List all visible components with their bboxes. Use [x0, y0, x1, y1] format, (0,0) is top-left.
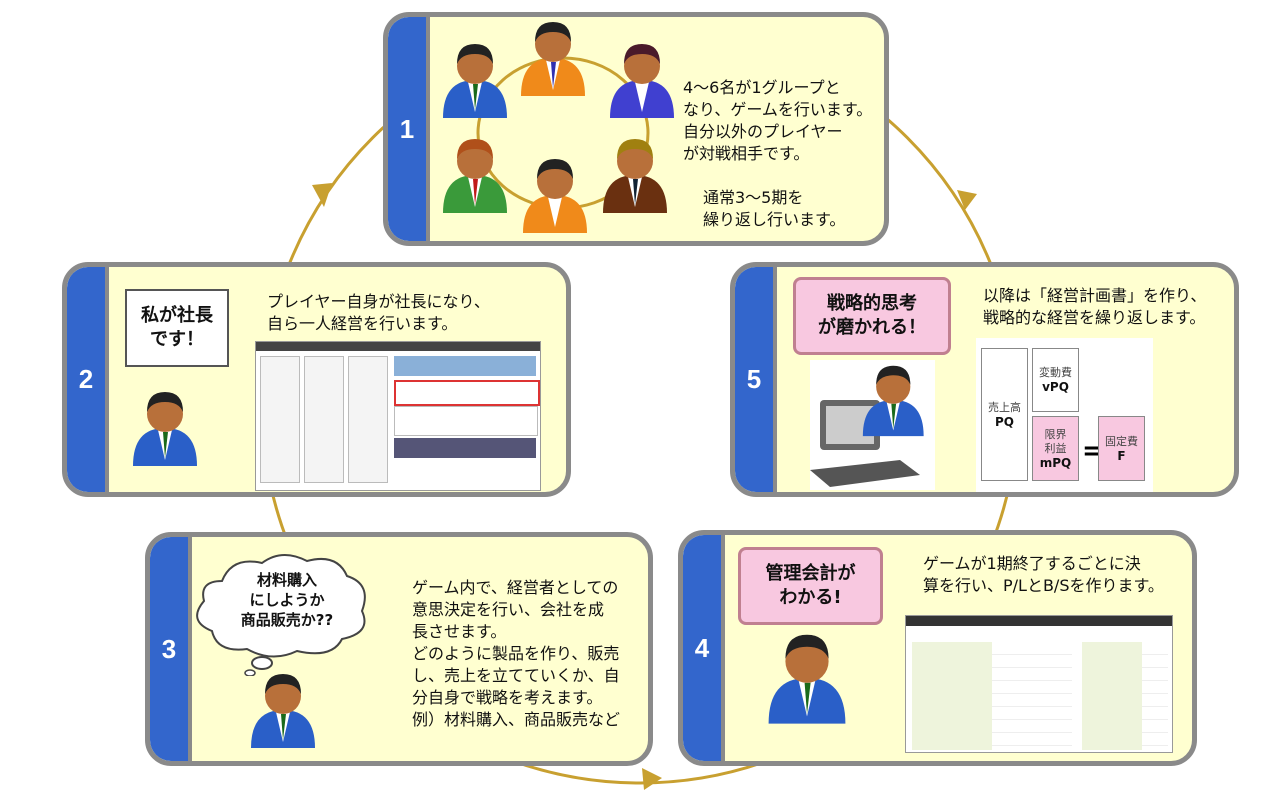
step-description: ゲーム内で、経営者としての 意思決定を行い、会社を成 長させます。 どのように製…: [412, 578, 621, 729]
step-card-2: 2 私が社長 です！ プレイヤー自身が社長になり、 自ら一人経営を行います。: [62, 262, 571, 497]
person-icon: [248, 670, 318, 754]
arrow-head-icon: [957, 190, 977, 210]
person-icon: [130, 388, 200, 472]
thought-cloud-icon: [196, 554, 366, 676]
person-icon: [440, 135, 510, 219]
step-number: 4: [683, 535, 725, 761]
sales-value: PQ: [995, 414, 1014, 429]
margin-value: mPQ: [1039, 455, 1072, 470]
step-description: ゲームが1期終了するごとに決 算を行い、P/LとB/Sを作ります。: [923, 554, 1164, 595]
thought-text: 材料購入 にしようか 商品販売か??: [240, 571, 334, 629]
person-icon: [765, 630, 849, 730]
sales-label: 売上高: [988, 400, 1021, 414]
fixed-cost-value: F: [1117, 448, 1126, 463]
step-note: 通常3〜5期を 繰り返し行います。: [703, 188, 846, 229]
step-description: 以降は「経営計画書」を作り、 戦略的な経営を繰り返します。: [983, 286, 1207, 327]
step-card-5: 5 戦略的思考 が磨かれる！ 以降は「経営計画書」を作り、 戦略的な経営を繰り返…: [730, 262, 1239, 497]
variable-cost-value: vPQ: [1042, 380, 1069, 394]
speech-bubble: 戦略的思考 が磨かれる！: [793, 277, 951, 355]
fixed-cost-label: 固定費: [1105, 434, 1138, 448]
person-icon: [518, 18, 588, 102]
person-icon: [607, 40, 677, 124]
step-number: 2: [67, 267, 109, 492]
arrow-head-icon: [642, 768, 662, 790]
arrow-head-icon: [312, 183, 332, 207]
margin-label: 限界 利益: [1044, 427, 1067, 455]
variable-cost-label: 変動費: [1039, 366, 1072, 379]
speech-bubble: 私が社長 です！: [125, 289, 229, 367]
person-icon: [520, 155, 590, 239]
step-number: 5: [735, 267, 777, 492]
step-card-4: 4 管理会計が わかる! ゲームが1期終了するごとに決 算を行い、P/LとB/S…: [678, 530, 1197, 766]
step-number: 3: [150, 537, 192, 761]
step-description: 4〜6名が1グループと なり、ゲームを行います。 自分以外のプレイヤー が対戦相…: [683, 78, 873, 163]
step-number: 1: [388, 17, 430, 241]
game-screenshot: [255, 341, 541, 491]
speech-bubble: 管理会計が わかる!: [738, 547, 883, 625]
person-icon: [600, 135, 670, 219]
step-description: プレイヤー自身が社長になり、 自ら一人経営を行います。: [267, 292, 490, 333]
person-icon: [440, 40, 510, 124]
person-icon: [860, 362, 927, 442]
step-card-3: 3 材料購入 にしようか 商品販売か?? ゲーム内で、経営者としての 意思決定を…: [145, 532, 653, 766]
financial-statement-screenshot: [905, 615, 1173, 753]
